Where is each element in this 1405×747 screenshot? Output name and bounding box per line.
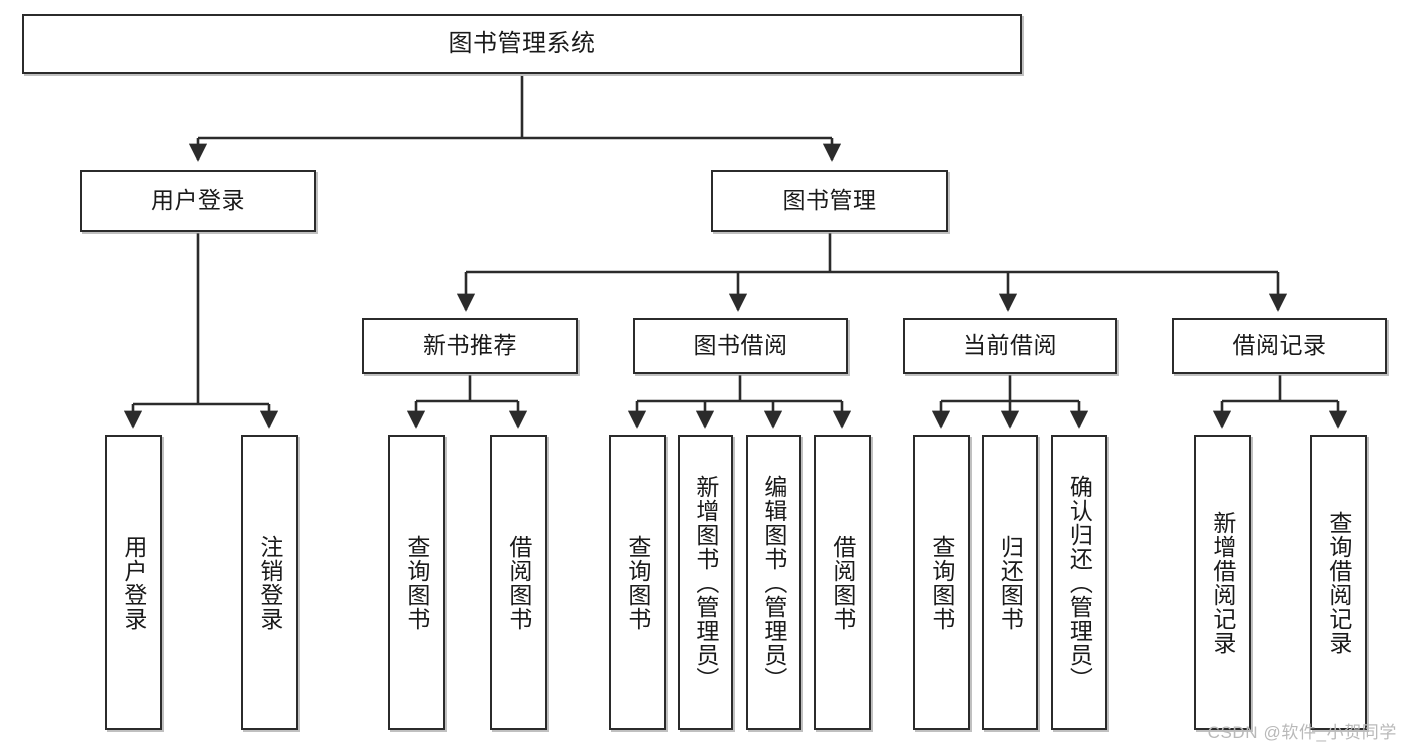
node-label: 用户登录 (151, 187, 245, 214)
node-label: 借阅记录 (1232, 332, 1327, 359)
node-label: 查询图书 (624, 534, 651, 631)
node-user-login[interactable]: 用户登录 (80, 170, 316, 232)
node-label: 新增借阅记录 (1209, 510, 1236, 655)
node-label: 当前借阅 (963, 332, 1057, 359)
watermark: CSDN @软件_小贺同学 (1207, 723, 1397, 742)
leaf-query-book-recommend[interactable]: 查询图书 (388, 435, 445, 730)
node-label: 图书管理系统 (448, 29, 596, 57)
node-label: 归还图书 (997, 534, 1024, 631)
node-book-borrow[interactable]: 图书借阅 (633, 318, 848, 374)
node-label: 借阅图书 (505, 534, 532, 631)
leaf-add-book[interactable]: 新增图书（管理员） (678, 435, 733, 730)
leaf-user-login[interactable]: 用户登录 (105, 435, 162, 730)
node-book-management[interactable]: 图书管理 (711, 170, 948, 232)
node-borrow-record[interactable]: 借阅记录 (1172, 318, 1387, 374)
leaf-query-borrow-record[interactable]: 查询借阅记录 (1310, 435, 1367, 730)
leaf-query-book-current[interactable]: 查询图书 (913, 435, 970, 730)
node-label: 查询图书 (928, 534, 955, 631)
leaf-return-book[interactable]: 归还图书 (982, 435, 1038, 730)
node-label: 查询借阅记录 (1325, 510, 1352, 655)
node-label: 查询图书 (403, 534, 430, 631)
leaf-add-borrow-record[interactable]: 新增借阅记录 (1194, 435, 1251, 730)
leaf-edit-book[interactable]: 编辑图书（管理员） (746, 435, 801, 730)
node-label: 新增图书（管理员） (692, 474, 719, 691)
leaf-logout-login[interactable]: 注销登录 (241, 435, 298, 730)
node-root-book-management-system[interactable]: 图书管理系统 (22, 14, 1022, 74)
leaf-confirm-return[interactable]: 确认归还（管理员） (1051, 435, 1107, 730)
node-label: 编辑图书（管理员） (760, 474, 787, 691)
node-label: 借阅图书 (829, 534, 856, 631)
node-label: 确认归还（管理员） (1066, 474, 1093, 691)
node-label: 图书管理 (782, 187, 877, 214)
node-current-borrow[interactable]: 当前借阅 (903, 318, 1117, 374)
node-label: 新书推荐 (423, 332, 517, 359)
leaf-query-book-borrow[interactable]: 查询图书 (609, 435, 666, 730)
node-label: 用户登录 (120, 534, 147, 631)
node-label: 注销登录 (256, 534, 283, 631)
node-label: 图书借阅 (693, 332, 788, 359)
leaf-borrow-book-borrow[interactable]: 借阅图书 (814, 435, 871, 730)
leaf-borrow-book-recommend[interactable]: 借阅图书 (490, 435, 547, 730)
node-new-book-recommend[interactable]: 新书推荐 (362, 318, 578, 374)
